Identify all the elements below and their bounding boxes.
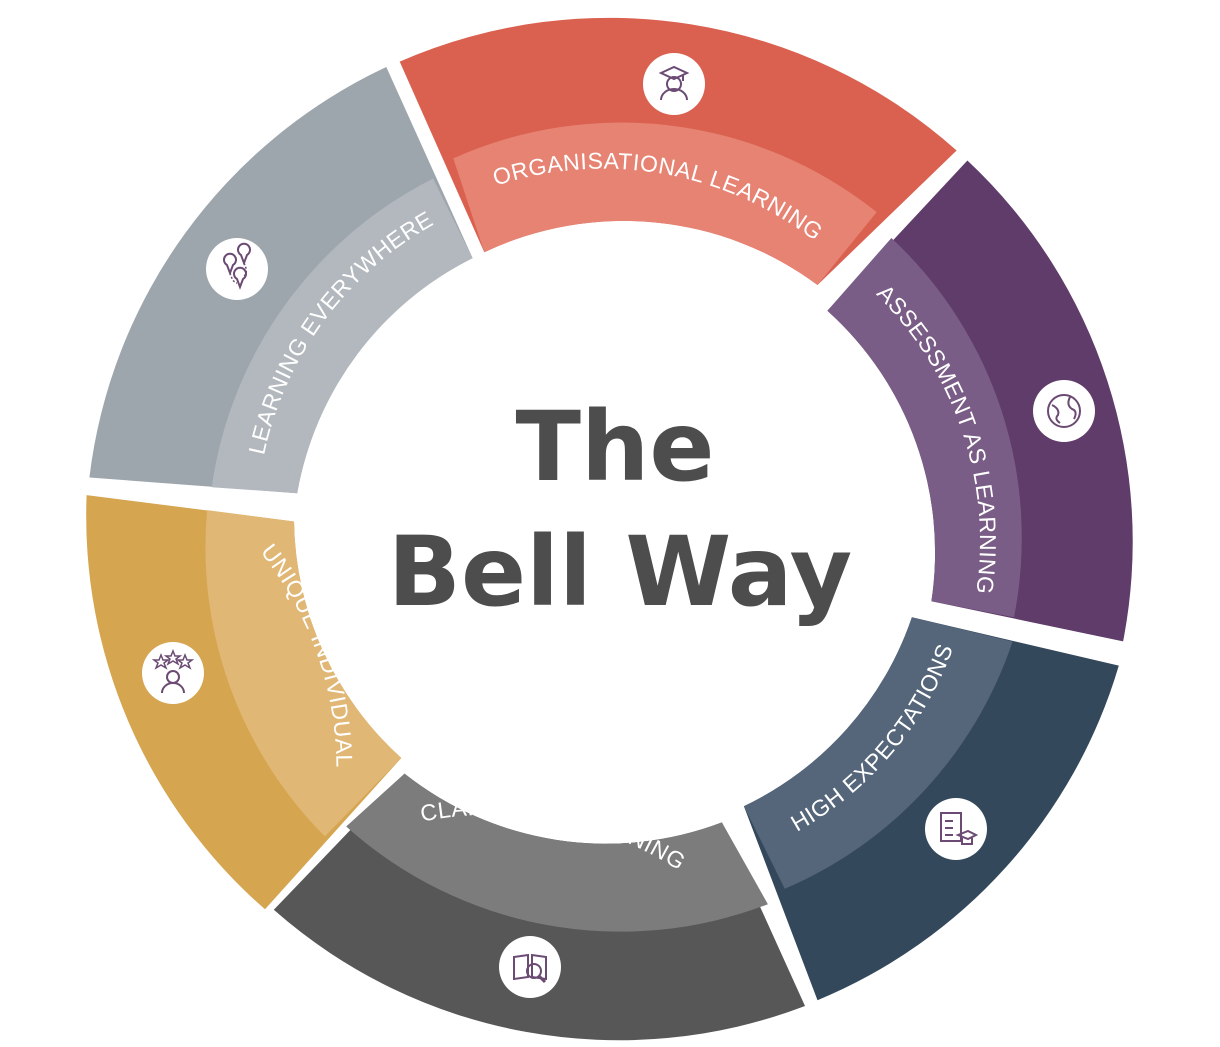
globe-icon <box>1033 380 1095 442</box>
segment-everywhere-outer <box>89 67 473 494</box>
segment-everywhere-inner <box>211 178 473 494</box>
segment-learning-everywhere[interactable]: LEARNING EVERYWHERE <box>89 67 473 494</box>
graduate-icon <box>643 53 705 115</box>
segment-unique-inner <box>205 510 402 837</box>
checklist-graduate-icon <box>925 798 987 860</box>
center-title-line2: Bell Way <box>388 516 852 628</box>
segment-clarity-of-learning[interactable]: CLARITY OF LEARNING <box>273 773 805 1041</box>
segment-high-expectations[interactable]: HIGH EXPECTATIONS <box>743 617 1119 1001</box>
segment-assessment-as-learning[interactable]: ASSESSMENT AS LEARNING <box>827 160 1133 642</box>
segment-assessment-inner <box>827 238 1022 618</box>
segment-high-inner <box>743 617 1013 889</box>
book-magnifier-icon <box>499 936 561 998</box>
segment-clarity-inner <box>346 773 768 932</box>
map-pins-icon <box>206 238 268 300</box>
center-title-line1: The <box>516 391 715 503</box>
segment-high-outer <box>743 617 1119 1001</box>
segment-organisational-inner <box>453 122 877 285</box>
segment-unique-individual[interactable]: UNIQUE INDIVIDUAL <box>86 495 402 910</box>
person-stars-icon <box>142 642 204 704</box>
segment-organisational-learning[interactable]: ORGANISATIONAL LEARNING <box>399 17 957 285</box>
